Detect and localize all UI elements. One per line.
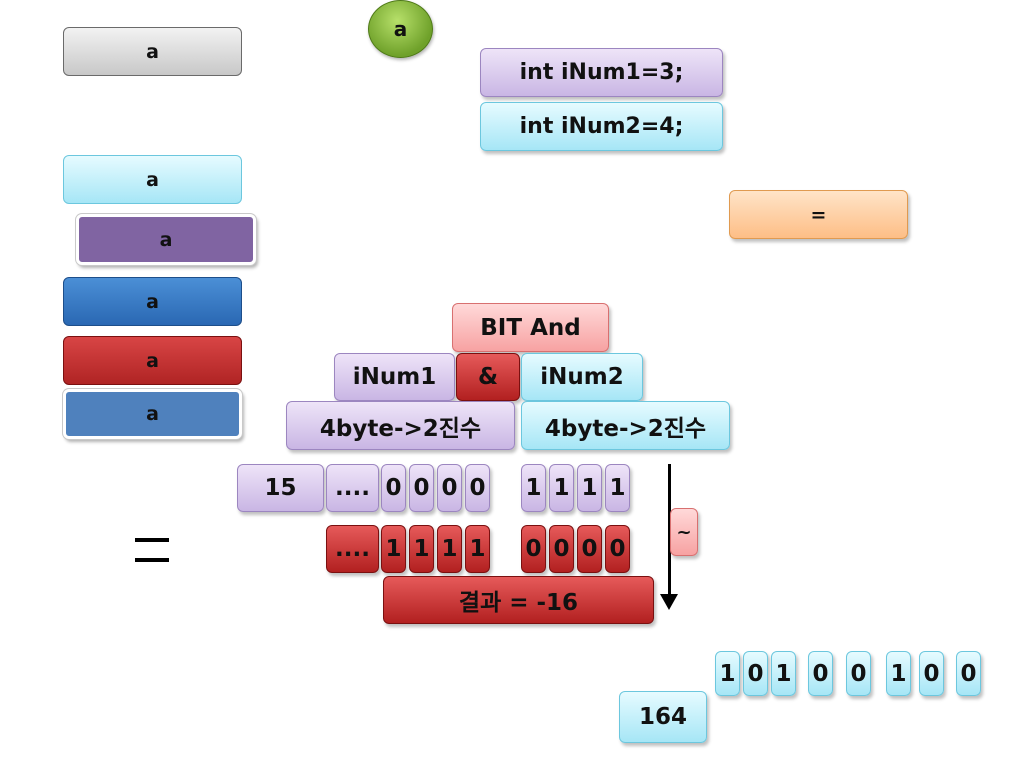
right-convert: 4byte->2진수 (521, 401, 730, 450)
legend-gray: a (63, 27, 242, 76)
row2-bit: 0 (521, 525, 546, 573)
row2-ellipsis: .... (326, 525, 379, 573)
bottom-value: 164 (619, 691, 707, 743)
row2-bit: 1 (409, 525, 434, 573)
equals-box: = (729, 190, 908, 239)
row2-bit: 1 (381, 525, 406, 573)
code-line-1: int iNum1=3; (480, 48, 723, 97)
row1-bit: 1 (549, 464, 574, 512)
legend-cyan: a (63, 155, 242, 204)
bottom-bit: 1 (771, 651, 796, 696)
row1-bit: 0 (409, 464, 434, 512)
bottom-bit: 0 (846, 651, 871, 696)
row1-bit: 1 (605, 464, 630, 512)
legend-steel: a (63, 389, 242, 439)
row1-bit: 0 (437, 464, 462, 512)
row1-bit: 1 (521, 464, 546, 512)
bottom-bit: 0 (743, 651, 768, 696)
row1-value: 15 (237, 464, 324, 512)
bottom-bit: 0 (919, 651, 944, 696)
left-operand: iNum1 (334, 353, 455, 401)
left-convert: 4byte->2진수 (286, 401, 515, 450)
row1-bit: 1 (577, 464, 602, 512)
big-equals-sign (135, 538, 169, 578)
operator-and: & (456, 353, 520, 401)
bottom-bit: 0 (808, 651, 833, 696)
result-box: 결과 = -16 (383, 576, 654, 624)
operation-title: BIT And (452, 303, 609, 352)
row2-bit: 0 (549, 525, 574, 573)
row1-bit: 0 (465, 464, 490, 512)
right-operand: iNum2 (521, 353, 643, 401)
code-line-2: int iNum2=4; (480, 102, 723, 151)
row2-bit: 0 (577, 525, 602, 573)
legend-red: a (63, 336, 242, 385)
row2-bit: 1 (465, 525, 490, 573)
bottom-bit: 0 (956, 651, 981, 696)
tilde-operator: ~ (670, 508, 698, 556)
down-arrow-line (668, 464, 671, 599)
row2-bit: 1 (437, 525, 462, 573)
bottom-bit: 1 (715, 651, 740, 696)
bottom-bit: 1 (886, 651, 911, 696)
legend-blue: a (63, 277, 242, 326)
row2-bit: 0 (605, 525, 630, 573)
down-arrow-head (660, 594, 678, 610)
circle-label: a (368, 0, 433, 58)
row1-bit: 0 (381, 464, 406, 512)
row1-ellipsis: .... (326, 464, 379, 512)
legend-purple: a (76, 214, 256, 265)
